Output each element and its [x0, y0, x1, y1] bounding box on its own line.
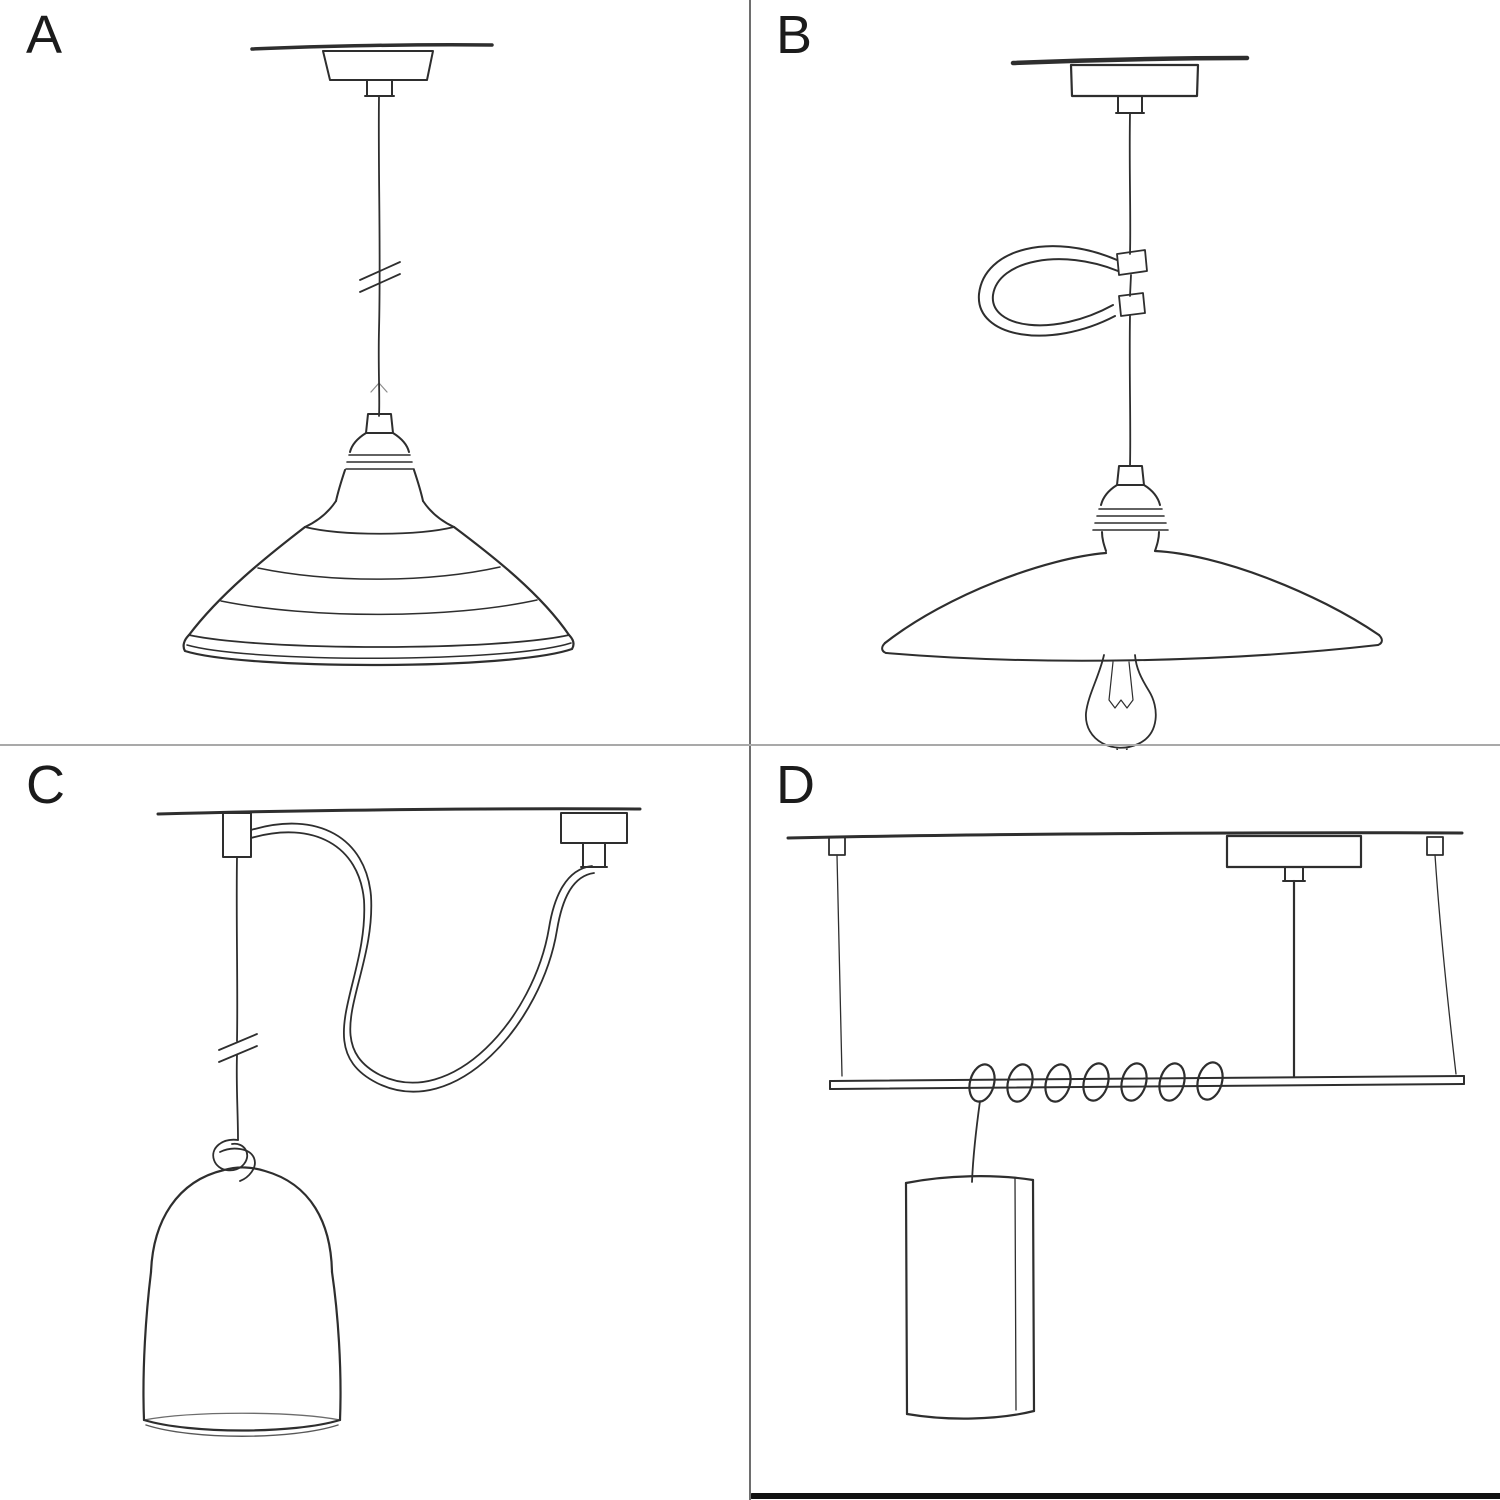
left-ceiling-hook [828, 836, 846, 1077]
flat-plate-shade [881, 549, 1383, 662]
light-bulb [1085, 654, 1157, 750]
panel-c: C [0, 750, 750, 1500]
ceiling-line [786, 831, 1464, 840]
wall-cable-bracket [222, 812, 252, 858]
lamp-holder [1092, 465, 1169, 552]
cable-hook-loop [977, 245, 1148, 337]
panel-b: B [750, 0, 1500, 750]
industrial-bowl-shade [182, 469, 575, 667]
ceiling-rose [1069, 63, 1200, 114]
panel-b-label: B [776, 5, 814, 65]
bell-shade [142, 1166, 342, 1437]
pendant-industrial-shade-illustration [182, 42, 575, 667]
illustration-a [182, 42, 575, 667]
panel-c-label: C [26, 755, 66, 815]
ceiling-line [156, 807, 642, 816]
pendant-cable [359, 95, 401, 417]
wrapped-cable-coils [968, 1061, 1224, 1103]
bar-pendant-cylinder-shade-illustration [750, 831, 1500, 1499]
cable-knot [212, 1138, 256, 1182]
right-ceiling-hook [1426, 836, 1457, 1075]
horizontal-divider [0, 744, 1500, 746]
ceiling-line [250, 42, 494, 51]
illustration-b [881, 55, 1383, 750]
swag-cable [250, 822, 595, 1093]
panel-d: D [750, 750, 1500, 1500]
panel-a-label: A [26, 5, 64, 65]
pendant-plate-shade-illustration [881, 55, 1383, 750]
illustration-c [142, 807, 642, 1437]
drop-cable [218, 856, 258, 1141]
panel-d-label: D [776, 755, 816, 815]
swag-pendant-bell-shade-illustration [142, 807, 642, 1437]
ceiling-line [1010, 55, 1250, 66]
lamp-holder [345, 413, 415, 470]
vertical-divider [749, 0, 751, 1500]
panel-a: A [0, 0, 750, 750]
ceiling-rose [322, 50, 434, 97]
illustration-d [750, 831, 1500, 1499]
drop-cable [971, 1100, 981, 1183]
pendant-cable [1128, 112, 1132, 467]
ceiling-rose [560, 812, 628, 868]
cylinder-shade [904, 1175, 1036, 1420]
ceiling-rose [1225, 834, 1363, 1079]
